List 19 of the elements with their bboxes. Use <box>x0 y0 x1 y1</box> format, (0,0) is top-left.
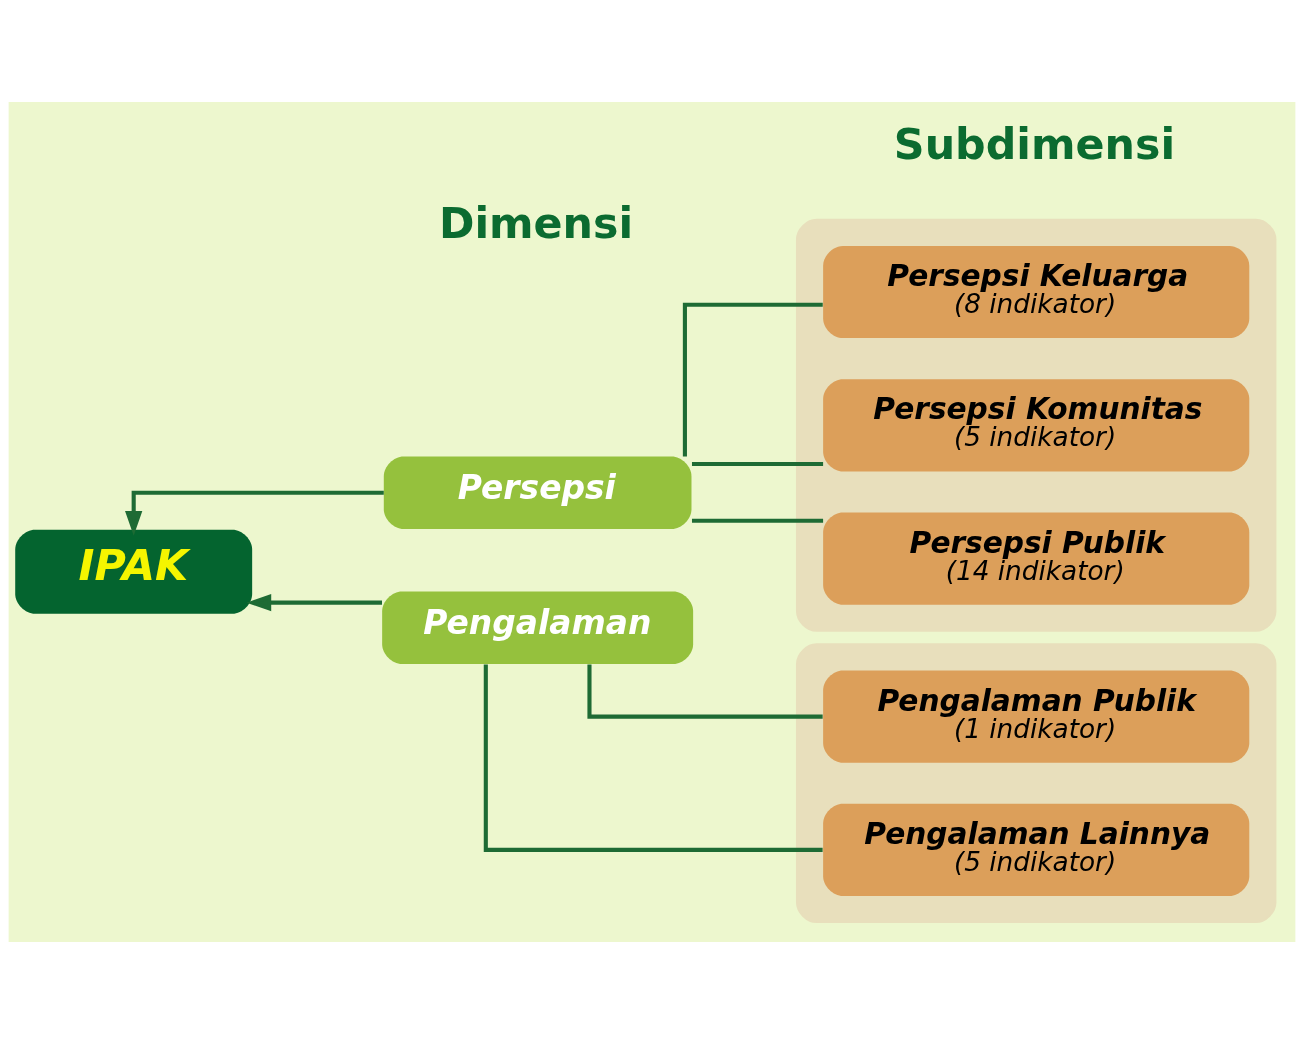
node-box: Pengalaman Publik (1 indikator) <box>823 670 1250 763</box>
node-box: Persepsi Keluarga (8 indikator) <box>823 245 1250 338</box>
connector <box>587 663 823 719</box>
label: Dimensi <box>438 197 634 248</box>
connector <box>692 518 824 523</box>
node-box: Pengalaman Lainnya (5 indikator) <box>823 803 1250 896</box>
cluster <box>795 642 1277 923</box>
connector <box>682 302 823 457</box>
connector <box>692 461 824 466</box>
node-box: Persepsi <box>383 456 692 529</box>
label: Subdimensi <box>893 118 1176 169</box>
arrow <box>125 490 384 536</box>
node-box: Persepsi Komunitas (5 indikator) <box>823 378 1250 471</box>
node-box: Pengalaman <box>382 591 694 664</box>
arrow <box>246 593 382 611</box>
node-box: IPAK <box>15 529 253 614</box>
cluster <box>795 218 1277 632</box>
node-box: Persepsi Publik (14 indikator) <box>823 512 1250 605</box>
connector <box>483 663 823 852</box>
